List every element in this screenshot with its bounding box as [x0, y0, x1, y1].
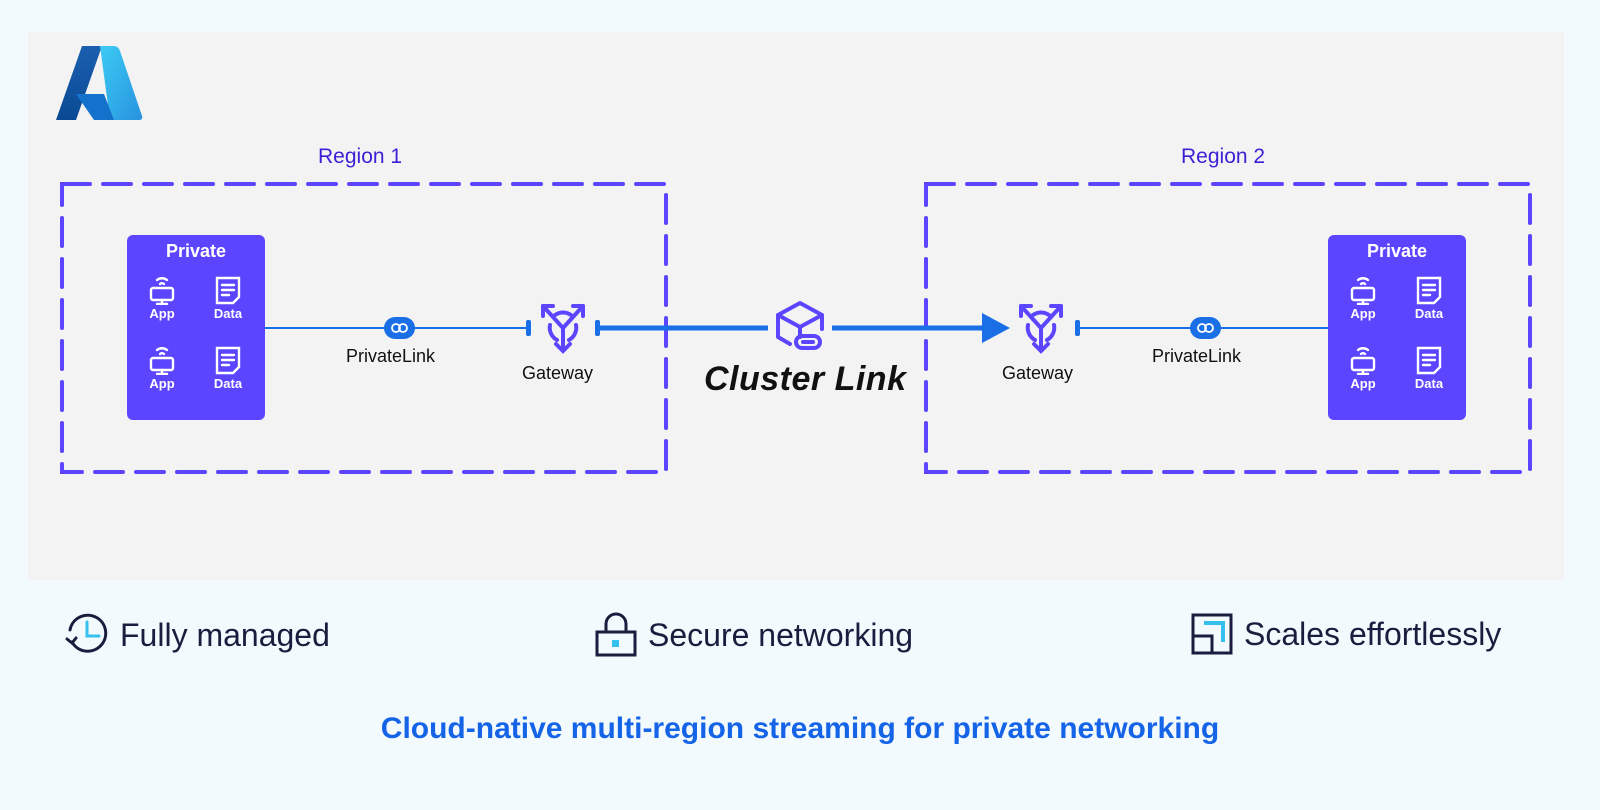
- feature-label: Scales effortlessly: [1244, 615, 1502, 652]
- scale-squares-icon: [1191, 613, 1233, 655]
- feature-label: Secure networking: [648, 616, 914, 653]
- feature-label: Fully managed: [120, 616, 330, 653]
- region-2-label: Region 2: [1181, 145, 1266, 168]
- app-node: App: [137, 345, 187, 391]
- gateway-right-label: Gateway: [1002, 363, 1074, 383]
- gateway-left-icon: [541, 304, 585, 354]
- region-1-label: Region 1: [318, 145, 403, 168]
- privatelink-left-label: PrivateLink: [346, 346, 436, 366]
- tagline: Cloud-native multi-region streaming for …: [380, 712, 1220, 745]
- document-icon: [215, 346, 241, 375]
- monitor-wifi-icon: [1350, 347, 1376, 375]
- monitor-wifi-icon: [149, 347, 175, 375]
- monitor-wifi-icon: [1350, 277, 1376, 305]
- data-node: Data: [1404, 275, 1454, 321]
- document-icon: [1416, 276, 1442, 305]
- feature-fully-managed: Fully managed: [64, 612, 330, 658]
- private-box-region-2: Private App Data App Data: [1328, 235, 1466, 420]
- gateway-right-icon: [1019, 304, 1063, 354]
- app-node: App: [1338, 345, 1388, 391]
- clock-refresh-icon: [65, 613, 108, 653]
- azure-logo-icon: [56, 46, 143, 120]
- privatelink-right-icon: [1190, 317, 1221, 339]
- feature-secure-networking: Secure networking: [594, 612, 913, 658]
- data-node: Data: [203, 275, 253, 321]
- document-icon: [1416, 346, 1442, 375]
- privatelink-right-label: PrivateLink: [1152, 346, 1242, 366]
- document-icon: [215, 276, 241, 305]
- lock-icon: [595, 612, 637, 657]
- data-node: Data: [1404, 345, 1454, 391]
- feature-scales-effortlessly: Scales effortlessly: [1190, 612, 1501, 656]
- monitor-wifi-icon: [149, 277, 175, 305]
- port-gateway-right-out: [1075, 320, 1080, 336]
- cluster-link-label: Cluster Link: [704, 360, 907, 398]
- cluster-link-cube-icon: [776, 301, 824, 350]
- data-node: Data: [203, 345, 253, 391]
- app-node: App: [137, 275, 187, 321]
- private-box-title: Private: [165, 241, 227, 261]
- app-node: App: [1338, 275, 1388, 321]
- gateway-left-label: Gateway: [522, 363, 594, 383]
- port-gateway-left-in: [526, 320, 531, 336]
- private-box-region-1: Private App Data App Data: [127, 235, 265, 420]
- privatelink-left-icon: [384, 317, 415, 339]
- private-box-title: Private: [1366, 241, 1428, 261]
- port-gateway-left-out: [595, 320, 600, 336]
- cluster-link-arrowhead: [982, 313, 1010, 343]
